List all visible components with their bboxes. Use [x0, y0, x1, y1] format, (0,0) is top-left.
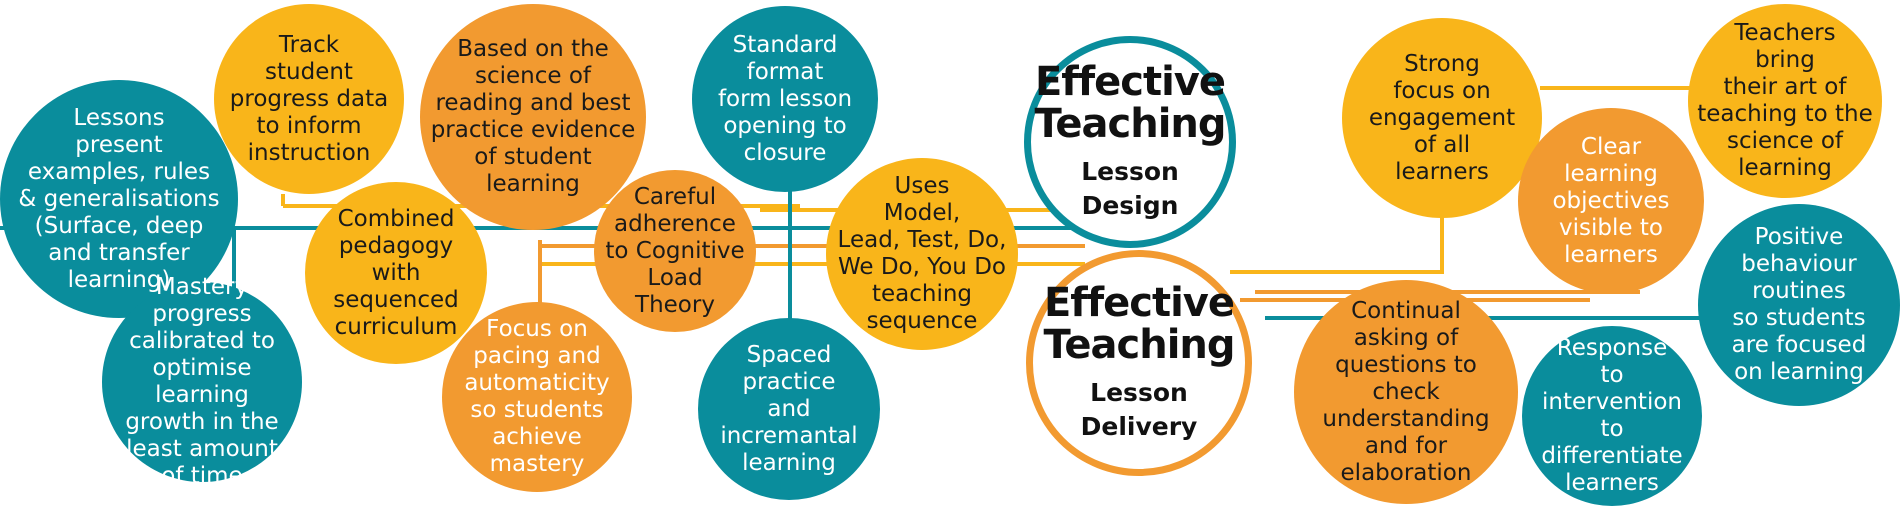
- node-pacing-automaticity: Focus on pacing and automaticity so stud…: [442, 302, 632, 492]
- node-label: Standard format form lesson opening to c…: [717, 31, 853, 166]
- node-science-of-reading: Based on the science of reading and best…: [420, 4, 646, 230]
- node-label: Positive behaviour routines so students …: [1731, 224, 1867, 385]
- hub-lesson-delivery-title: Effective Teaching: [1043, 280, 1235, 368]
- node-model-lead-test: Uses Model, Lead, Test, Do, We Do, You D…: [826, 158, 1018, 350]
- node-track-student-progress: Track student progress data to inform in…: [214, 4, 404, 194]
- node-label: Mastery progress calibrated to optimise …: [125, 274, 279, 489]
- node-label: Clear learning objectives visible to lea…: [1552, 133, 1670, 268]
- node-label: Combined pedagogy with sequenced curricu…: [333, 205, 459, 340]
- node-label: Focus on pacing and automaticity so stud…: [464, 316, 610, 477]
- node-lessons-present: Lessons present examples, rules & genera…: [0, 80, 238, 318]
- node-strong-focus-engagement: Strong focus on engagement of all learne…: [1342, 18, 1542, 218]
- node-label: Lessons present examples, rules & genera…: [18, 104, 220, 293]
- node-label: Teachers bring their art of teaching to …: [1697, 20, 1873, 181]
- node-label: Strong focus on engagement of all learne…: [1368, 50, 1516, 185]
- node-label: Response to intervention to differentiat…: [1541, 335, 1683, 496]
- node-response-intervention: Response to intervention to differentiat…: [1522, 326, 1702, 506]
- hub-lesson-delivery: Effective Teaching Lesson Delivery: [1026, 250, 1252, 476]
- node-clear-objectives: Clear learning objectives visible to lea…: [1518, 108, 1704, 294]
- node-teachers-bring-art: Teachers bring their art of teaching to …: [1688, 4, 1882, 198]
- node-positive-behaviour: Positive behaviour routines so students …: [1698, 204, 1900, 406]
- hub-lesson-design-title: Effective Teaching: [1034, 59, 1226, 147]
- node-standard-format: Standard format form lesson opening to c…: [692, 6, 878, 192]
- node-label: Continual asking of questions to check u…: [1322, 297, 1490, 486]
- node-cognitive-load: Careful adherence to Cognitive Load Theo…: [594, 170, 756, 332]
- node-mastery-progress: Mastery progress calibrated to optimise …: [102, 274, 302, 489]
- hub-lesson-design: Effective Teaching Lesson Design: [1024, 36, 1236, 248]
- node-spaced-practice: Spaced practice and incremantal learning: [698, 318, 880, 500]
- node-combined-pedagogy: Combined pedagogy with sequenced curricu…: [305, 182, 487, 364]
- node-label: Uses Model, Lead, Test, Do, We Do, You D…: [837, 173, 1007, 334]
- node-continual-questions: Continual asking of questions to check u…: [1294, 280, 1518, 504]
- hub-lesson-design-subtitle: Lesson Design: [1081, 157, 1179, 220]
- node-label: Track student progress data to inform in…: [229, 31, 389, 166]
- hub-lesson-delivery-subtitle: Lesson Delivery: [1080, 378, 1198, 441]
- node-label: Careful adherence to Cognitive Load Theo…: [605, 183, 745, 318]
- node-label: Based on the science of reading and best…: [430, 36, 636, 197]
- node-label: Spaced practice and incremantal learning: [720, 341, 858, 476]
